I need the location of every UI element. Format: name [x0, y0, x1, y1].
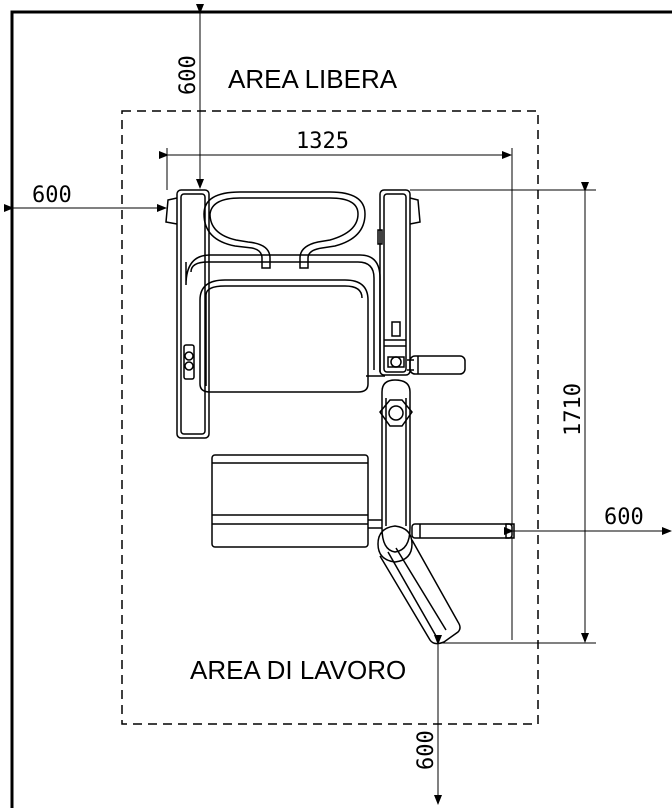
width-dimension-value: 1325 — [296, 129, 349, 154]
width-dimension — [159, 148, 513, 640]
clearance-right-value: 600 — [604, 505, 644, 530]
room-border — [10, 10, 672, 808]
machine-top-view — [165, 189, 515, 645]
free-area-label: AREA LIBERA — [228, 64, 398, 94]
work-area-label: AREA DI LAVORO — [190, 655, 406, 685]
depth-dimension-value: 1710 — [561, 383, 586, 436]
depth-dimension — [410, 182, 596, 644]
clearance-bottom-value: 600 — [414, 730, 439, 770]
work-area-boundary — [121, 110, 539, 725]
clearance-left-value: 600 — [32, 183, 72, 208]
clearance-top-value: 600 — [176, 55, 201, 95]
